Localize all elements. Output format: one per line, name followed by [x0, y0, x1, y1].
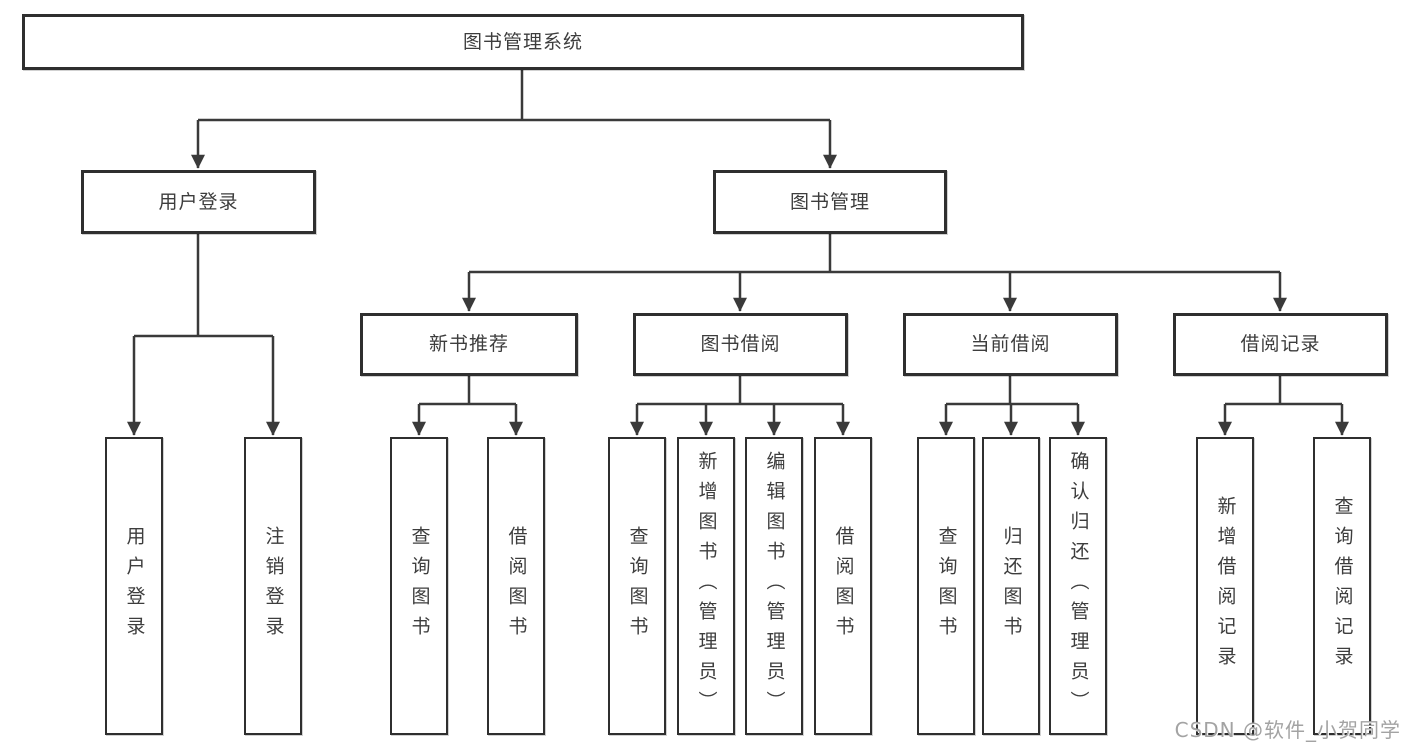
leaf-borrow-edit-admin: 编辑图书（管理员）	[745, 437, 803, 735]
connector-newbook-to-leaves	[412, 376, 523, 436]
connector-borrow-to-leaves	[630, 376, 850, 436]
node-new-book-recommend: 新书推荐	[360, 313, 578, 376]
leaf-borrow-add-admin: 新增图书（管理员）	[677, 437, 735, 735]
node-borrow-records: 借阅记录	[1173, 313, 1388, 376]
leaf-records-query: 查询借阅记录	[1313, 437, 1371, 735]
leaf-current-confirm-admin: 确认归还（管理员）	[1049, 437, 1107, 735]
leaf-newbook-borrow: 借阅图书	[487, 437, 545, 735]
leaf-borrow-query: 查询图书	[608, 437, 666, 735]
leaf-current-return: 归还图书	[982, 437, 1040, 735]
leaf-user-login: 用户登录	[105, 437, 163, 735]
node-book-management: 图书管理	[713, 170, 947, 234]
connector-books-to-level3	[462, 234, 1287, 312]
connector-current-to-leaves	[939, 376, 1085, 436]
leaf-newbook-query: 查询图书	[390, 437, 448, 735]
node-user-login: 用户登录	[81, 170, 316, 234]
node-root: 图书管理系统	[22, 14, 1024, 70]
leaf-logout: 注销登录	[244, 437, 302, 735]
connector-user-to-leaves	[127, 234, 280, 436]
watermark: CSDN @软件_小贺同学	[1174, 718, 1401, 742]
connector-records-to-leaves	[1218, 376, 1349, 436]
node-book-borrow: 图书借阅	[633, 313, 848, 376]
leaf-records-add: 新增借阅记录	[1196, 437, 1254, 735]
connector-root-to-level2	[191, 70, 837, 169]
node-current-borrow: 当前借阅	[903, 313, 1118, 376]
leaf-borrow-borrow: 借阅图书	[814, 437, 872, 735]
leaf-current-query: 查询图书	[917, 437, 975, 735]
